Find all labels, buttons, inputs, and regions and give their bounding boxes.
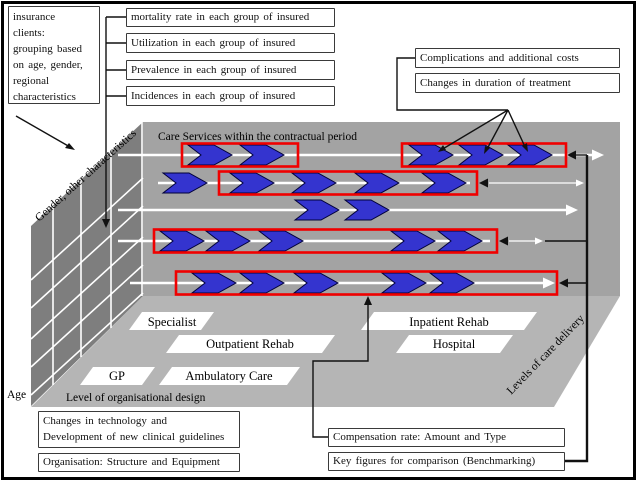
arrowhead [65,143,75,150]
arrowhead [522,143,528,152]
highlight-box [217,170,479,196]
process-arrow [343,199,391,221]
process-arrow [457,144,505,166]
box-complications: Complications and additional costs [415,48,620,68]
timeline-row [158,170,584,196]
floor-label-text: Inpatient Rehab [409,315,489,329]
indicator-bracket [105,16,126,222]
grid-line [30,177,144,281]
connector-arrowhead [499,236,508,246]
box-mortality-rate: mortality rate in each group of insured [126,8,335,27]
process-arrow [238,272,286,294]
process-arrow [158,230,206,252]
thin-arrowhead [535,237,543,245]
process-arrow [293,199,341,221]
floor-label-text: Ambulatory Care [185,369,273,383]
arrowhead [438,145,446,152]
process-arrow [389,230,437,252]
label-plate [396,335,513,353]
keyfigures-connector [565,155,589,463]
box-utilization: Utilization in each group of insured [126,33,335,53]
process-arrow [436,230,484,252]
connector-arrowhead [559,278,568,288]
process-arrow [161,172,209,194]
box-prevalence: Prevalence in each group of insured [126,60,335,80]
process-arrow [257,230,305,252]
highlight-box [180,142,300,168]
compensation-connector [312,299,369,438]
highlight-box [152,228,499,254]
floor-label-outpatient-rehab: Outpatient Rehab [166,335,335,353]
box-insurance-clients: insurance clients: grouping based on age… [8,6,100,104]
arrowhead [102,219,110,228]
floor-label-text: Specialist [148,315,197,329]
process-arrow [190,272,238,294]
process-arrow [353,172,401,194]
connector-arrowhead [479,178,488,188]
connector-arrowhead [567,150,576,160]
process-arrow [204,230,252,252]
label-plate [166,335,335,353]
floor-label-hospital: Hospital [396,335,513,353]
floor-label-ambulatory-care: Ambulatory Care [159,367,300,385]
floor-label-text: Outpatient Rehab [206,337,294,351]
process-arrow [380,272,428,294]
box-technology-guidelines: Changes in technology and Development of… [38,411,240,448]
floor-label-specialist: Specialist [129,312,214,330]
connectors [15,16,589,463]
label-plate [159,367,300,385]
floor-label-gp: GP [80,367,155,385]
process-arrow [428,272,476,294]
grid-line [30,205,144,309]
timeline-arrowhead [543,277,555,289]
box-key-figures: Key figures for comparison (Benchmarking… [328,452,565,471]
age-axis-label: Age [7,389,26,401]
label-plate [80,367,155,385]
box-duration-of-treatment: Changes in duration of treatment [415,73,620,93]
process-arrow [292,272,340,294]
timeline-arrowhead [566,204,578,216]
timeline-row [118,199,578,221]
label-plate [129,312,214,330]
left-wall-grid [30,122,144,396]
process-arrow [186,144,234,166]
thin-arrowhead [576,179,584,187]
floor-label-inpatient-rehab: Inpatient Rehab [361,312,537,330]
timeline-row [130,270,587,296]
floor-label-text: Hospital [433,337,476,351]
process-arrow [238,144,286,166]
timeline-row [118,228,587,254]
box-incidences: Incidences in each group of insured [126,86,335,106]
floor-caption: Level of organisational design [66,392,206,404]
arrowhead [484,146,490,154]
process-arrow [506,144,554,166]
arrowhead [364,296,372,305]
grid-line [30,292,144,396]
process-arrow [420,172,468,194]
process-arrow [290,172,338,194]
wall-title: Care Services within the contractual per… [158,131,357,143]
grid-line [30,264,144,368]
label-plate [361,312,537,330]
timeline-arrowhead [592,149,604,161]
highlight-box [400,142,568,168]
left-wall [31,122,143,406]
floor-label-text: GP [109,369,125,383]
grid-line [30,236,144,340]
outcome-bracket [396,57,527,152]
process-arrow [228,172,276,194]
box-compensation-rate: Compensation rate: Amount and Type [328,428,565,447]
highlight-box [174,270,559,296]
connector-arrowheads [65,143,528,305]
insurance-arrow-line [15,115,71,148]
box-organisation: Organisation: Structure and Equipment [38,453,240,472]
